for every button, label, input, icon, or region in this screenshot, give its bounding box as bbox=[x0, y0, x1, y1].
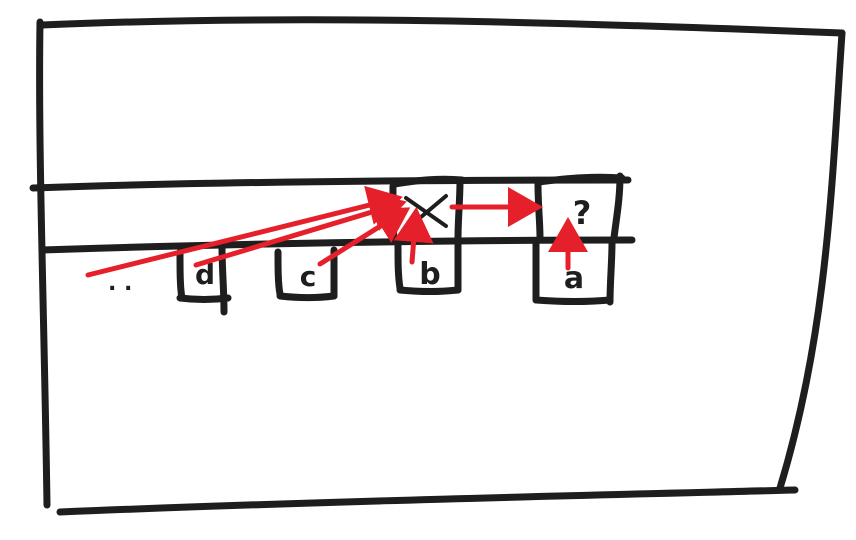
b-cell-label: b bbox=[419, 257, 440, 292]
arrow-b-to-x bbox=[393, 207, 434, 265]
unknown-cell: ? bbox=[534, 172, 626, 242]
d-cell: d bbox=[176, 242, 232, 316]
c-cell-label: c bbox=[300, 260, 317, 293]
arrow-ellipsis-to-x bbox=[85, 185, 403, 278]
a-cell: a bbox=[532, 238, 616, 306]
unknown-cell-label: ? bbox=[573, 194, 592, 232]
arrow-d-to-x bbox=[193, 192, 407, 268]
b-cell: b bbox=[394, 240, 462, 295]
outer-frame bbox=[36, 16, 846, 516]
arrow-c-to-x bbox=[317, 207, 411, 267]
c-cell: c bbox=[274, 246, 338, 301]
ellipsis: . . bbox=[108, 271, 132, 296]
arrows bbox=[85, 185, 588, 278]
